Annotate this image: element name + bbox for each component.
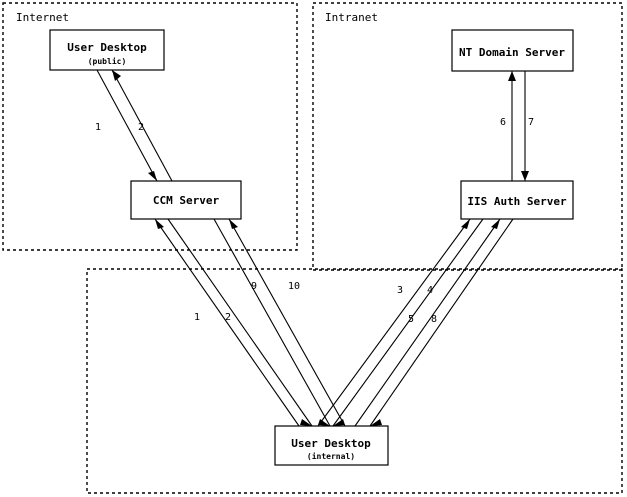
arrow-head-3-internal-to-iis bbox=[461, 219, 470, 229]
arrow-head-1-internal-to-ccm bbox=[155, 219, 164, 229]
arrow-head-7-nt-to-iis bbox=[521, 171, 529, 181]
flow-line-1-public-to-ccm bbox=[96, 69, 158, 182]
edge-label-ccm-to-internal-a: 9 bbox=[251, 281, 257, 292]
flow-line-4-iis-to-internal bbox=[332, 218, 484, 427]
node-title-iis-auth-server: IIS Auth Server bbox=[467, 195, 567, 208]
flow-line-1-internal-to-ccm bbox=[154, 218, 300, 427]
zone-boundary-internal bbox=[86, 268, 623, 494]
node-box-nt-domain-server[interactable] bbox=[451, 29, 574, 72]
edge-labels: 1 2 1 2 9 10 3 4 5 8 6 7 bbox=[95, 117, 534, 325]
node-title-nt-domain-server: NT Domain Server bbox=[459, 46, 565, 59]
arrow-head-4-iis-to-internal bbox=[333, 419, 345, 426]
edge-label-internal-to-iis-a: 3 bbox=[397, 285, 403, 296]
node-title-user-desktop-internal: User Desktop bbox=[291, 437, 371, 450]
node-box-user-desktop-public[interactable] bbox=[49, 29, 165, 71]
arrow-head-2-ccm-to-internal bbox=[300, 419, 312, 426]
edge-label-iis-to-internal-a: 4 bbox=[427, 285, 433, 296]
edge-label-iis-to-internal-b: 8 bbox=[431, 314, 437, 325]
node-title-ccm-server: CCM Server bbox=[153, 194, 220, 207]
flow-line-10-internal-to-ccm bbox=[228, 218, 346, 427]
flow-line-2-ccm-to-internal bbox=[167, 218, 313, 427]
node-user-desktop-public[interactable]: User Desktop (public) bbox=[49, 29, 165, 71]
arrow-head-2-ccm-to-public bbox=[112, 70, 121, 81]
node-title-user-desktop-public: User Desktop bbox=[67, 41, 147, 54]
arrow-head-1-public-to-ccm bbox=[148, 171, 157, 181]
arrow-head-8-iis-to-internal bbox=[370, 419, 382, 426]
edge-label-iis-to-nt: 6 bbox=[500, 117, 506, 128]
flow-lines bbox=[96, 69, 529, 427]
flow-line-3-internal-to-iis bbox=[317, 218, 471, 427]
flow-line-2-ccm-to-public bbox=[111, 69, 173, 182]
edge-label-internal-to-ccm-request: 1 bbox=[194, 312, 200, 323]
arrow-head-5-internal-to-iis bbox=[491, 219, 500, 229]
edge-label-public-to-ccm-request: 1 bbox=[95, 122, 101, 133]
node-nt-domain-server[interactable]: NT Domain Server bbox=[451, 29, 574, 72]
arrow-head-9-ccm-to-internal bbox=[318, 419, 330, 426]
flow-line-5-internal-to-iis bbox=[354, 218, 501, 427]
edge-label-ccm-to-internal-b: 10 bbox=[288, 281, 300, 292]
zone-label-intranet: Intranet bbox=[325, 11, 378, 24]
arrow-head-10-internal-to-ccm bbox=[229, 219, 238, 229]
node-subtitle-user-desktop-public: (public) bbox=[88, 56, 127, 66]
flow-line-8-iis-to-internal bbox=[369, 218, 514, 427]
edge-label-internal-to-ccm-response: 2 bbox=[225, 312, 231, 323]
zone-label-internet: Internet bbox=[16, 11, 69, 24]
node-subtitle-user-desktop-internal: (internal) bbox=[307, 451, 355, 461]
edge-label-nt-to-iis: 7 bbox=[528, 117, 534, 128]
edge-label-public-to-ccm-response: 2 bbox=[138, 122, 144, 133]
flow-line-9-ccm-to-internal bbox=[213, 218, 331, 427]
node-box-ccm-server[interactable] bbox=[130, 180, 242, 220]
node-box-iis-auth-server[interactable] bbox=[460, 180, 574, 220]
zone-boundary-internet bbox=[2, 2, 298, 251]
edge-label-internal-to-iis-b: 5 bbox=[408, 314, 414, 325]
node-ccm-server[interactable]: CCM Server bbox=[130, 180, 242, 220]
node-box-user-desktop-internal[interactable] bbox=[274, 425, 389, 466]
node-user-desktop-internal[interactable]: User Desktop (internal) bbox=[274, 425, 389, 466]
arrow-head-6-iis-to-nt bbox=[508, 71, 516, 81]
node-iis-auth-server[interactable]: IIS Auth Server bbox=[460, 180, 574, 220]
